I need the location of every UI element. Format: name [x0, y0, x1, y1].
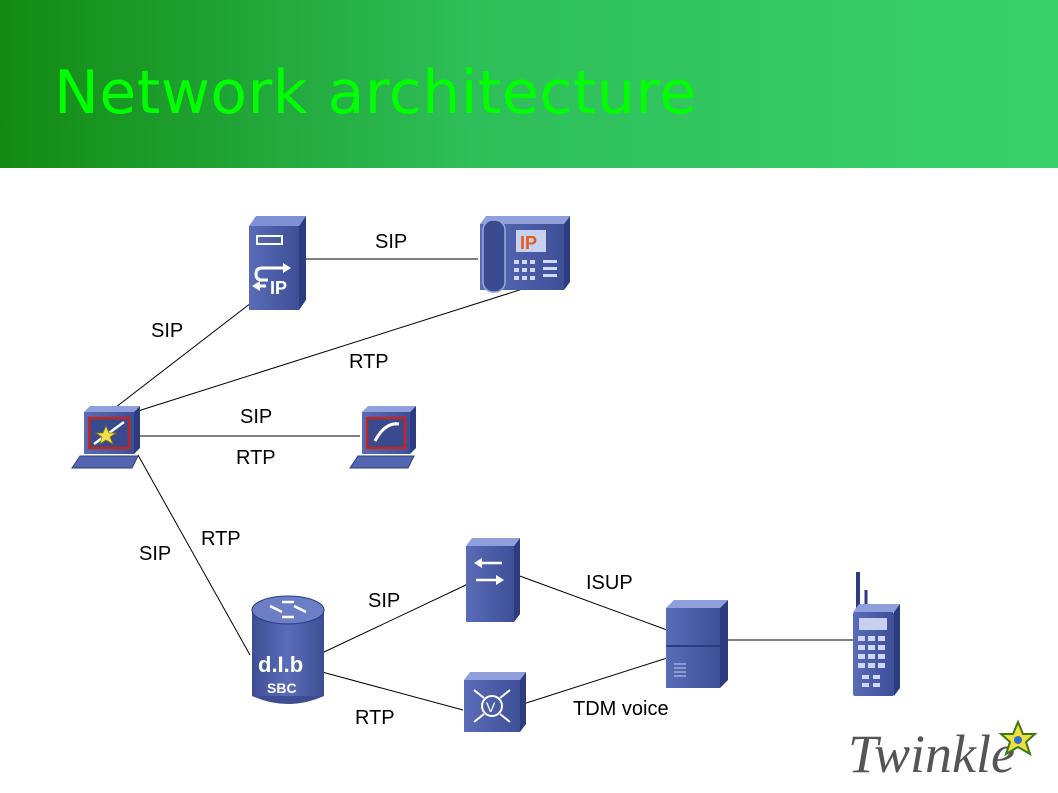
title-bar: Network architecture: [0, 0, 1058, 168]
label-sbc-sg: SIP: [368, 590, 400, 612]
label-mg-switch: TDM voice: [573, 698, 669, 720]
svg-text:V: V: [486, 699, 496, 715]
softphone-workstation-icon: [71, 406, 140, 469]
label-client-peer-sip: SIP: [240, 406, 272, 428]
media-gateway-icon: V: [464, 672, 526, 732]
label-client-server: SIP: [151, 320, 183, 342]
softphone-peer-icon: [349, 406, 416, 469]
label-client-sbc-rtp: RTP: [201, 528, 241, 550]
link-sbc-sg: [321, 583, 469, 654]
page-title: Network architecture: [54, 58, 697, 128]
label-server-ipphone: SIP: [375, 231, 407, 253]
label-client-ipphone: RTP: [349, 351, 389, 373]
svg-text:IP: IP: [270, 278, 287, 298]
link-client-server: [115, 302, 252, 408]
svg-text:IP: IP: [520, 233, 537, 253]
sbc-label: SBC: [267, 680, 297, 696]
label-sbc-mg: RTP: [355, 707, 395, 729]
sip-server-icon: IP: [249, 216, 306, 310]
link-sbc-mg: [321, 671, 464, 711]
signaling-gateway-icon: [466, 538, 520, 622]
twinkle-logo: Twinkle: [848, 719, 1038, 784]
label-client-peer-rtp: RTP: [236, 447, 276, 469]
mobile-phone-icon: [853, 572, 900, 696]
link-sg-switch: [516, 574, 668, 631]
sbc-router-icon: d.I.b SBC: [251, 595, 325, 704]
label-sg-switch: ISUP: [586, 572, 633, 594]
logo-text: Twinkle: [848, 724, 1015, 784]
connections: [115, 258, 853, 711]
label-client-sbc-sip: SIP: [139, 543, 171, 565]
link-mg-switch: [519, 657, 668, 706]
link-client-ipphone: [137, 285, 533, 412]
link-client-sbc: [137, 454, 251, 656]
svg-text:d.I.b: d.I.b: [258, 652, 303, 677]
pstn-switch-icon: [666, 600, 728, 688]
ip-phone-icon: IP: [480, 216, 570, 293]
